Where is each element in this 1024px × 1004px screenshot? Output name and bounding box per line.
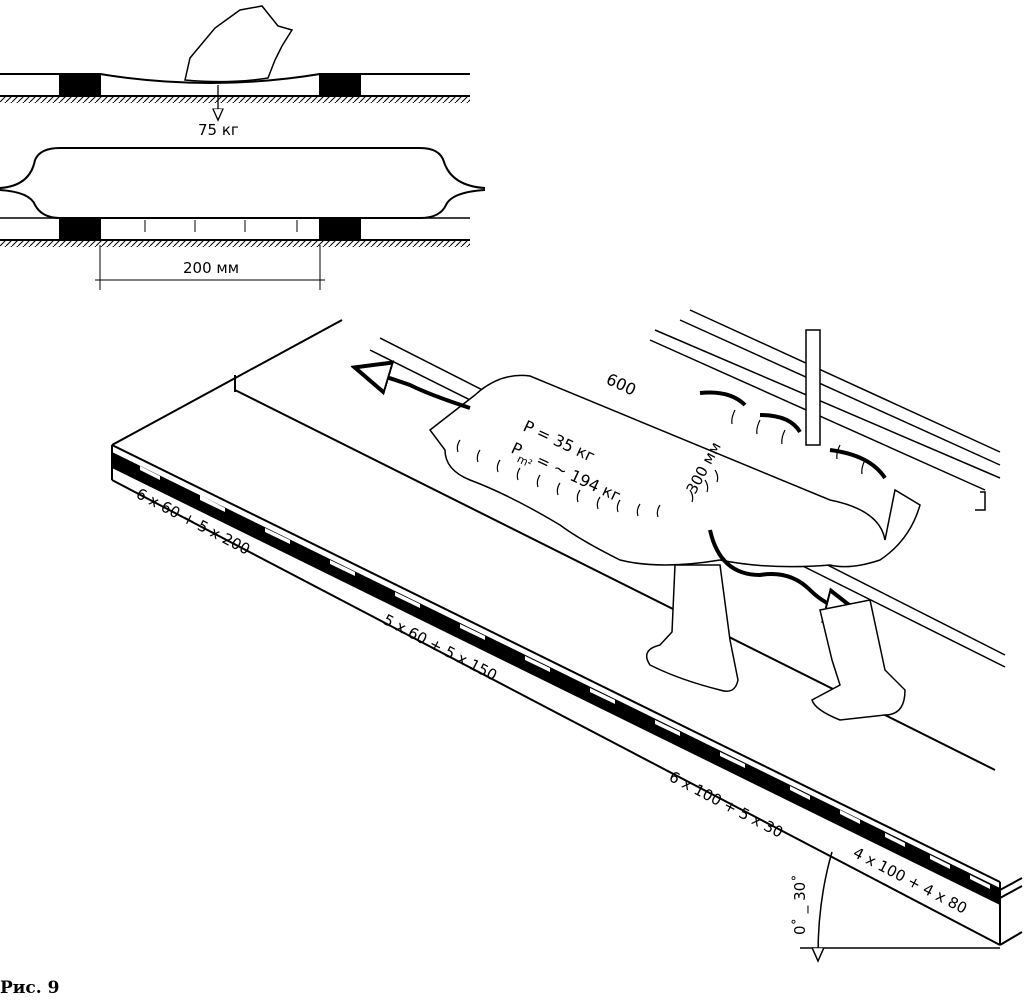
span-label: 200 мм (183, 259, 239, 277)
figure-caption: Рис. 9 (0, 978, 60, 998)
air-bag (428, 374, 921, 568)
angle-label: 0˚ _ 30˚ (791, 874, 810, 935)
bag-creases (456, 409, 866, 518)
load-label: 75 кг (198, 121, 239, 139)
legs-icon (645, 564, 906, 721)
slat-gaps (140, 466, 990, 889)
top-diagram-bag (0, 147, 486, 290)
hoses (370, 372, 845, 610)
angle-dimension (800, 851, 1000, 955)
shoe-icon (184, 5, 294, 83)
width-label: 600 (603, 369, 639, 399)
top-diagram-foot (0, 5, 470, 115)
